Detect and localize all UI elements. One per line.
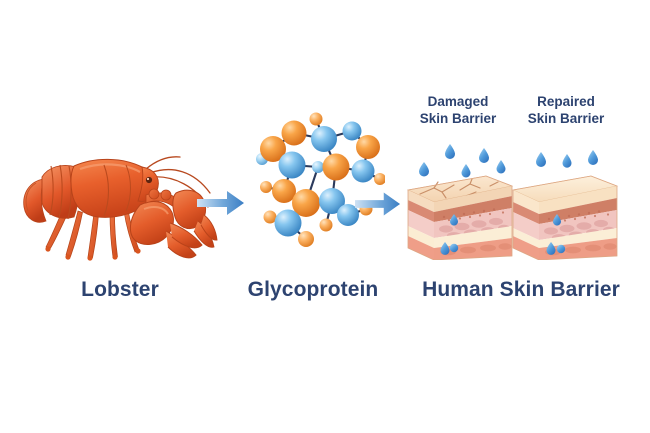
lobster-claw-arm: [145, 188, 179, 208]
skin-side-layers: [434, 186, 512, 260]
glycoprotein-molecule-icon: [256, 112, 386, 247]
lobster-claw-front: [130, 201, 203, 259]
human-skin-barrier-label: Human Skin Barrier: [422, 278, 620, 301]
atom-blue: [319, 188, 345, 214]
repaired-skin-barrier-label: Repaired Skin Barrier: [506, 93, 626, 128]
lobster-legs: [45, 206, 140, 259]
lobster-eye: [145, 176, 153, 184]
skin-front-layers: [408, 190, 434, 260]
atom-orange: [356, 135, 380, 159]
atom-orange: [260, 136, 286, 162]
water-droplets-retained: [546, 214, 566, 255]
repaired-label-line1: Repaired: [537, 94, 595, 109]
repaired-skin-barrier-illustration: [509, 142, 621, 265]
repaired-label-line2: Skin Barrier: [527, 111, 605, 127]
atom-blue: [337, 204, 359, 226]
lobster-carapace: [70, 158, 156, 218]
water-droplets-on-surface: [536, 150, 598, 168]
lobster-abdomen: [41, 164, 80, 220]
lobster-leg-tips: [45, 246, 141, 261]
atom-orange: [292, 189, 320, 217]
atom-blue: [278, 151, 306, 179]
lobster-label: Lobster: [81, 278, 159, 301]
water-droplets-inside: [440, 214, 459, 255]
atom-orange: [272, 179, 296, 203]
damaged-skin-barrier-label: Damaged Skin Barrier: [398, 93, 518, 128]
water-droplets-escaping: [419, 144, 506, 178]
lobster-tail-fan: [23, 178, 47, 223]
lobster-illustration: [18, 135, 218, 265]
arrow-lobster-to-glycoprotein: [197, 190, 245, 221]
damaged-label-line2: Skin Barrier: [419, 111, 497, 127]
skin-front-layers: [513, 190, 539, 260]
atom-blue: [342, 121, 362, 141]
damaged-label-line1: Damaged: [427, 94, 489, 109]
arrow-glycoprotein-to-skin: [355, 191, 401, 222]
lobster-icon: [23, 156, 218, 261]
glycoprotein-label: Glycoprotein: [247, 278, 379, 301]
molecule-atoms: [260, 120, 380, 237]
atom-blue: [311, 126, 337, 152]
atom-orange: [322, 153, 350, 181]
atom-blue: [351, 159, 375, 183]
damaged-skin-barrier-illustration: [404, 138, 516, 265]
atom-blue: [274, 209, 302, 237]
molecule-illustration: [240, 105, 386, 265]
skin-side-layers: [539, 186, 617, 260]
atom-orange: [281, 120, 307, 146]
